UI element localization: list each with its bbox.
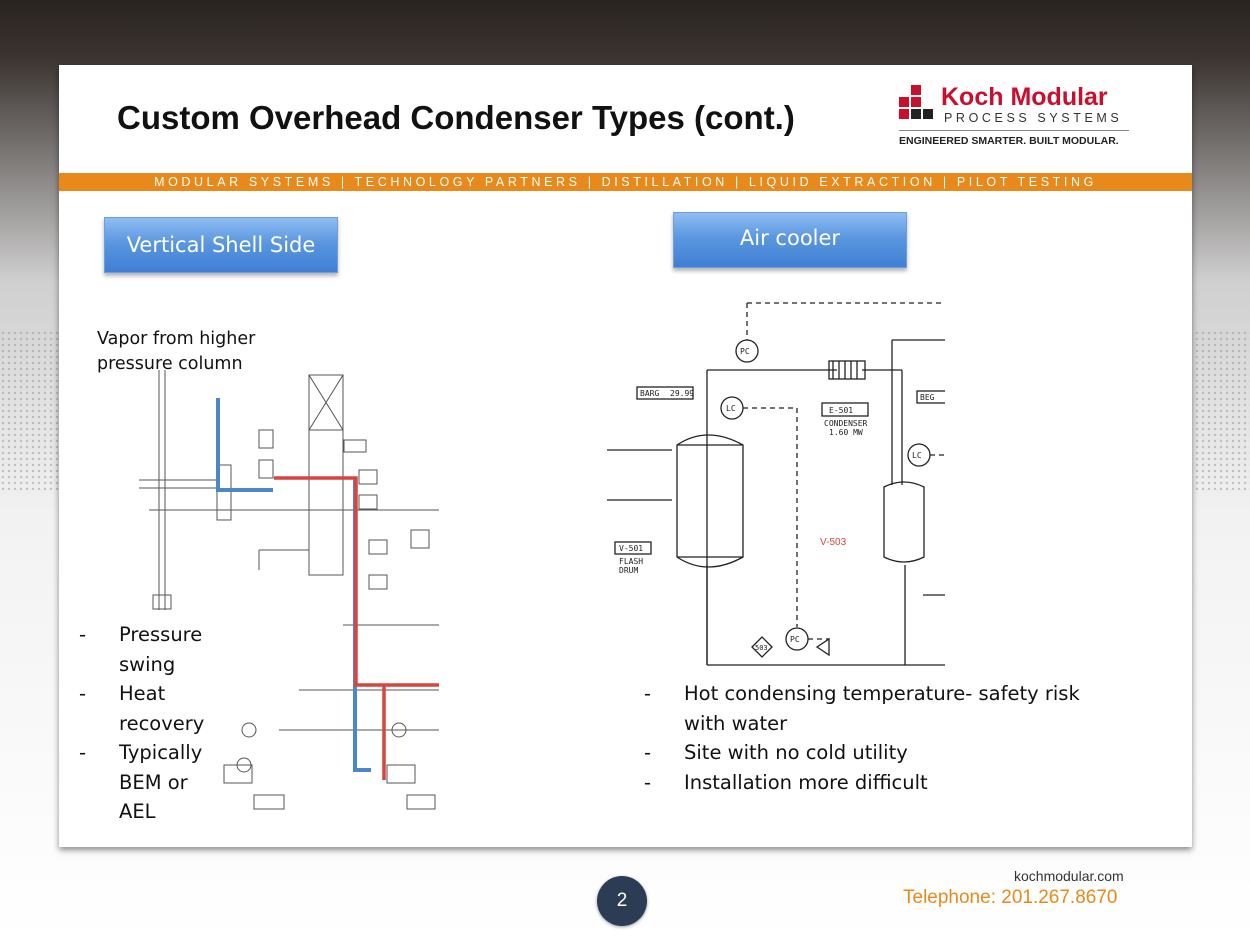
v501-label: V-501 (619, 544, 643, 553)
air-cooler-heading: Air cooler (673, 212, 907, 268)
lc2-label: LC (912, 451, 922, 460)
beg-label: BEG (920, 393, 935, 402)
e501-label: E-501 (829, 406, 853, 415)
left-bullet-1: Pressure swing (79, 620, 219, 679)
barg-value: 29.99 (670, 389, 694, 398)
page-number-badge: 2 (597, 876, 647, 926)
right-bullet-2: Site with no cold utility (644, 738, 1084, 768)
right-bullet-1: Hot condensing temperature- safety risk … (644, 679, 1084, 738)
flash-label: FLASH (619, 557, 643, 566)
duty-label: 1.60 MW (829, 428, 863, 437)
telephone-text: Telephone: 201.267.8670 (903, 887, 1118, 908)
koch-logo: Koch Modular PROCESS SYSTEMS ENGINEERED … (897, 83, 1137, 155)
slide: Custom Overhead Condenser Types (cont.) … (59, 65, 1192, 847)
air-cooler-pid-diagram: PC LC LC PC BARG 29.99 E-501 CONDENSER 1… (607, 302, 945, 666)
website-link[interactable]: kochmodular.com (1014, 868, 1124, 884)
left-bullet-3: Typically BEM or AEL (79, 738, 219, 827)
topic-band: MODULAR SYSTEMS | TECHNOLOGY PARTNERS | … (59, 173, 1192, 191)
vapor-note: Vapor from higher pressure column (97, 329, 256, 374)
left-bullet-list: Pressure swing Heat recovery Typically B… (79, 620, 219, 827)
stream-label: 503 (755, 644, 768, 652)
pc-bottom-label: PC (790, 635, 800, 644)
logo-subtitle: PROCESS SYSTEMS (944, 111, 1123, 125)
logo-tagline: ENGINEERED SMARTER. BUILT MODULAR. (899, 135, 1119, 147)
left-bullet-2: Heat recovery (79, 679, 219, 738)
logo-squares-icon (897, 85, 939, 125)
slide-title: Custom Overhead Condenser Types (cont.) (117, 99, 795, 136)
condenser-label: CONDENSER (824, 419, 868, 428)
vertical-shell-side-pid-diagram (139, 370, 439, 810)
logo-name: Koch Modular (941, 83, 1108, 111)
right-bullet-list: Hot condensing temperature- safety risk … (644, 679, 1084, 797)
barg-label: BARG (640, 389, 659, 398)
logo-divider (899, 130, 1129, 131)
drum-label: DRUM (619, 566, 638, 575)
vertical-shell-side-heading: Vertical Shell Side (104, 217, 338, 273)
lc1-label: LC (726, 404, 736, 413)
v503-label: V-503 (820, 537, 847, 548)
pc-top-label: PC (740, 347, 750, 356)
right-bullet-3: Installation more difficult (644, 768, 1084, 798)
